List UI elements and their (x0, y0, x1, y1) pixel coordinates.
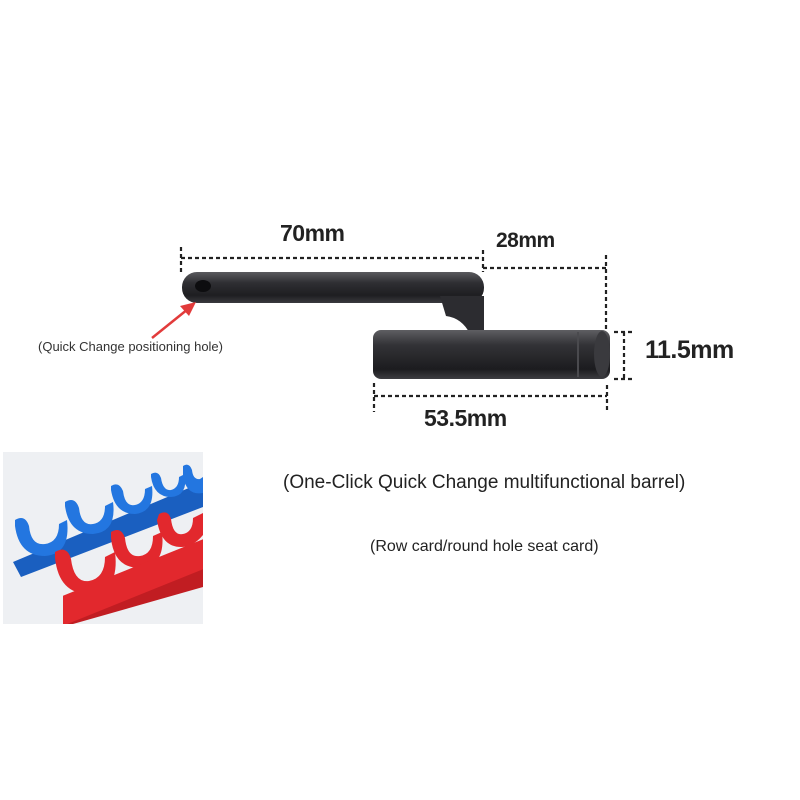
barrel-caption: (One-Click Quick Change multifunctional … (283, 472, 686, 493)
barrel-product-photo (151, 247, 632, 412)
dimension-label-diameter: 11.5mm (645, 336, 734, 364)
dimension-label-53-5mm: 53.5mm (424, 405, 507, 431)
dimension-label-70mm: 70mm (280, 220, 345, 246)
arrow-icon (151, 302, 196, 339)
lower-tube (373, 330, 610, 379)
red-clip-rack (55, 512, 203, 624)
card-caption: (Row card/round hole seat card) (370, 538, 599, 555)
weld-joint (440, 296, 484, 334)
positioning-hole-note: (Quick Change positioning hole) (38, 339, 223, 354)
upper-rod (182, 272, 484, 303)
dimension-lines (179, 247, 632, 412)
clip-rack-photo (3, 452, 203, 624)
dimension-label-28mm: 28mm (496, 229, 555, 252)
